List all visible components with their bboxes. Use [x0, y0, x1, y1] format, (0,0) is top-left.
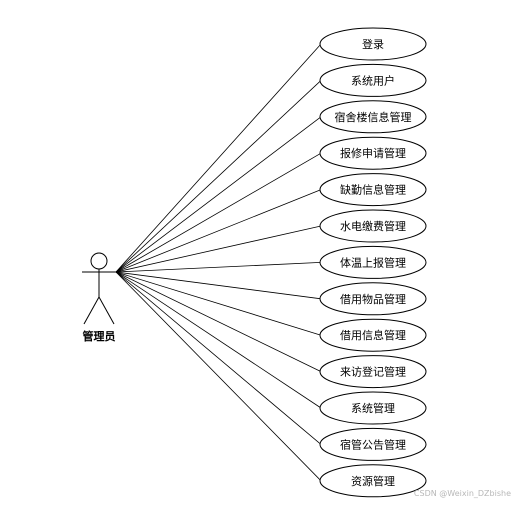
- use-case: 系统用户: [319, 63, 427, 97]
- use-case-ellipse: [319, 464, 427, 498]
- actor-head: [90, 252, 108, 270]
- association-line: [115, 43, 322, 273]
- association-line: [115, 262, 322, 273]
- use-case-ellipse: [319, 245, 427, 279]
- use-case-ellipse: [319, 355, 427, 389]
- use-case-ellipse: [319, 27, 427, 61]
- use-case-label: 借用信息管理: [340, 328, 406, 342]
- actor-figure: 管理员: [82, 252, 116, 343]
- use-case-label: 登录: [362, 37, 384, 51]
- use-case-ellipse: [319, 318, 427, 352]
- use-case: 系统管理: [319, 391, 427, 425]
- association-line: [115, 152, 322, 273]
- use-case-label: 报修申请管理: [340, 146, 406, 160]
- association-lines: [115, 43, 322, 482]
- use-case: 借用物品管理: [319, 282, 427, 316]
- association-line: [115, 271, 322, 445]
- use-case: 登录: [319, 27, 427, 61]
- use-case-label: 水电缴费管理: [340, 219, 406, 233]
- use-case-label: 系统用户: [351, 73, 395, 87]
- actor-left-leg: [83, 296, 100, 325]
- use-case-ellipse: [319, 63, 427, 97]
- association-line: [115, 271, 322, 336]
- use-case: 水电缴费管理: [319, 209, 427, 243]
- use-case: 借用信息管理: [319, 318, 427, 352]
- use-case: 报修申请管理: [319, 136, 427, 170]
- use-case-ellipse: [319, 173, 427, 207]
- use-case: 缺勤信息管理: [319, 173, 427, 207]
- use-case-ellipse: [319, 209, 427, 243]
- actor-label: 管理员: [83, 329, 116, 343]
- use-case: 宿管公告管理: [319, 427, 427, 461]
- use-case-label: 体温上报管理: [340, 255, 406, 269]
- use-cases: 登录系统用户宿舍楼信息管理报修申请管理缺勤信息管理水电缴费管理体温上报管理借用物…: [319, 27, 427, 498]
- use-case-label: 来访登记管理: [340, 365, 406, 379]
- association-line: [115, 225, 322, 273]
- use-case-label: 系统管理: [351, 401, 395, 415]
- association-line: [115, 271, 322, 409]
- use-case-label: 宿舍楼信息管理: [335, 110, 412, 124]
- use-case-label: 缺勤信息管理: [340, 183, 406, 197]
- use-case-ellipse: [319, 391, 427, 425]
- use-case-label: 借用物品管理: [340, 292, 406, 306]
- use-case: 来访登记管理: [319, 355, 427, 389]
- association-line: [115, 116, 322, 273]
- use-case-ellipse: [319, 100, 427, 134]
- use-case-label: 资源管理: [351, 474, 395, 488]
- association-line: [115, 271, 322, 482]
- watermark: CSDN @Weixin_DZbishe: [413, 489, 511, 498]
- association-line: [115, 189, 322, 273]
- association-line: [115, 271, 322, 300]
- use-case-ellipse: [319, 282, 427, 316]
- use-case: 宿舍楼信息管理: [319, 100, 427, 134]
- use-case: 体温上报管理: [319, 245, 427, 279]
- association-line: [115, 80, 322, 273]
- use-case-label: 宿管公告管理: [340, 437, 406, 451]
- association-line: [115, 271, 322, 372]
- use-case-ellipse: [319, 136, 427, 170]
- actor-right-leg: [98, 296, 115, 325]
- use-case-ellipse: [319, 427, 427, 461]
- use-case: 资源管理: [319, 464, 427, 498]
